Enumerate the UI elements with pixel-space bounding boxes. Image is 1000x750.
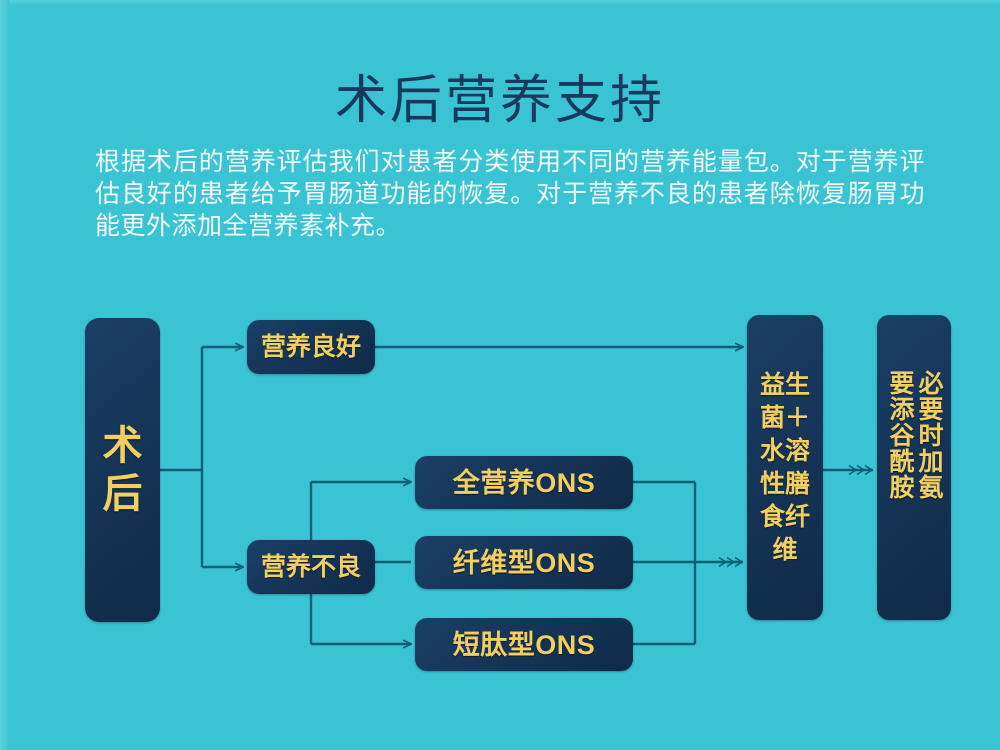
node-probiotic-fiber-label: 益生菌＋水溶性膳食纤维	[759, 370, 810, 564]
node-nutrition-poor-label: 营养不良	[260, 553, 361, 581]
node-ons-full[interactable]: 全营养ONS	[415, 456, 633, 509]
node-ons-fiber-label: 纤维型ONS	[452, 547, 596, 578]
node-post-op-label: 术后	[102, 424, 143, 516]
slide-left-edge	[0, 0, 9, 750]
node-ons-peptide[interactable]: 短肽型ONS	[415, 618, 633, 671]
node-nutrition-poor[interactable]: 营养不良	[247, 540, 375, 594]
page-title: 术后营养支持	[334, 72, 665, 130]
page-body-text: 根据术后的营养评估我们对患者分类使用不同的营养能量包。对于营养评估良好的患者给予…	[95, 149, 925, 240]
node-nutrition-good-label: 营养良好	[260, 333, 361, 361]
node-ons-full-label: 全营养ONS	[452, 467, 596, 498]
node-ons-peptide-label: 短肽型ONS	[452, 629, 596, 660]
node-post-op[interactable]: 术后	[85, 318, 160, 622]
node-ons-fiber[interactable]: 纤维型ONS	[415, 536, 633, 589]
node-glutamine[interactable]: 必要时加氨 要添谷酰胺	[877, 315, 951, 620]
node-glutamine-label-col1: 必要时加氨	[915, 370, 943, 500]
slide-top-edge	[0, 0, 1000, 6]
node-probiotic-fiber[interactable]: 益生菌＋水溶性膳食纤维	[747, 315, 823, 620]
node-nutrition-good[interactable]: 营养良好	[247, 320, 375, 374]
node-glutamine-columns: 必要时加氨 要添谷酰胺	[877, 315, 951, 620]
node-glutamine-label-col2: 要添谷酰胺	[886, 370, 914, 500]
